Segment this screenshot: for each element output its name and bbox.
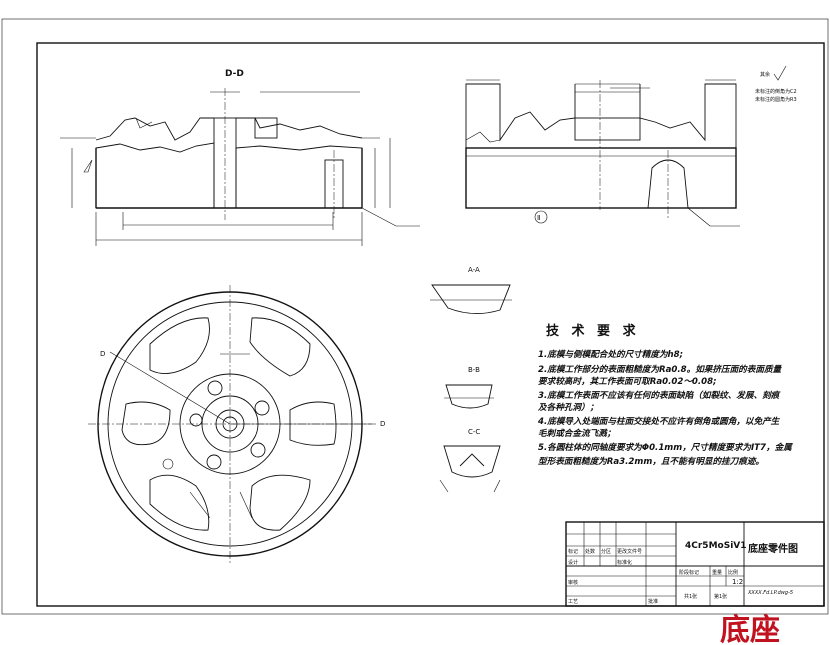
tb-label-weight: 重量: [712, 569, 722, 576]
tb-label-change: 更改文件号: [617, 548, 642, 555]
section-dd-title: D-D: [225, 69, 244, 79]
tb-sheet-no: 第1张: [714, 593, 727, 600]
tech-line-5: 及各种孔洞）；: [538, 402, 598, 413]
tb-drawing-number: XXXX.Fd.LP.dwg-5: [747, 590, 793, 596]
plan-cut-left: D: [100, 350, 105, 358]
tb-label-design: 设计: [568, 559, 578, 566]
tech-line-3: 要求较高时，其工作表面可取Ra0.02～0.08;: [538, 376, 717, 387]
roughness-note: 其余 未标注的倒角为C2 未标注的圆角为R3: [755, 65, 797, 103]
tb-drawing-name: 底座零件图: [748, 542, 798, 555]
tech-title: 技 术 要 求: [546, 323, 640, 339]
tech-line-8: 5.各圆柱体的同轴度要求为Φ0.1mm，尺寸精度要求为IT7，金属: [538, 442, 793, 453]
section-bb-title: B-B: [468, 366, 480, 374]
tb-label-standard: 标准化: [617, 559, 632, 566]
roughness-note-line2: 未标注的圆角为R3: [755, 96, 797, 103]
tb-label-approve: 批准: [648, 598, 658, 605]
title-block: 4Cr5MoSiV1 底座零件图 标记 处数 分区 更改文件号 设计 标准化 阶…: [565, 521, 825, 607]
section-aa-view: A-A: [430, 266, 512, 314]
roughness-note-line1: 未标注的倒角为C2: [755, 88, 797, 95]
tech-line-1: 1.底模与侧模配合处的尺寸精度为h8;: [538, 349, 683, 360]
plan-view: D D: [88, 285, 385, 565]
front-pin-section: [647, 159, 689, 209]
outer-frame: [1, 18, 829, 615]
section-cc-title: C-C: [468, 428, 480, 436]
section-bb-view: B-B: [444, 366, 494, 409]
section-cc-view: C-C: [439, 428, 501, 493]
inner-frame: [36, 42, 825, 607]
tb-label-stage: 阶段标记: [679, 569, 699, 576]
tb-label-zone: 分区: [601, 548, 611, 555]
tb-label-process: 工艺: [568, 599, 578, 605]
plan-cut-right: D: [380, 420, 385, 428]
tb-material: 4Cr5MoSiV1: [685, 541, 747, 551]
tb-label-scale: 比例: [728, 569, 738, 576]
tb-scale-value: 1:2: [732, 578, 743, 586]
tb-label-count: 处数: [585, 548, 595, 555]
tech-line-2: 2.底模工作部分的表面粗糙度为Ra0.8。如果挤压面的表面质量: [538, 364, 783, 375]
roman-mark: Ⅱ: [537, 214, 540, 222]
tech-line-9: 型形表面粗糙度为Ra3.2mm，且不能有明显的挂刀痕迹。: [538, 456, 764, 467]
tech-line-7: 毛刺或合金流飞溅；: [538, 428, 615, 439]
front-elevation-view: Ⅱ: [465, 79, 740, 227]
section-aa-title: A-A: [468, 266, 480, 274]
tech-line-6: 4.底模导入处端面与柱面交接处不应许有倒角或圆角，以免产生: [537, 416, 781, 427]
roughness-note-top: 其余: [760, 71, 770, 78]
tech-requirements: 技 术 要 求 1.底模与侧模配合处的尺寸精度为h8; 2.底模工作部分的表面粗…: [537, 323, 793, 467]
section-dd-view: D-D: [60, 69, 420, 246]
tech-line-4: 3.底模工作表面不应该有任何的表面缺陷（如裂纹、发展、刻痕: [538, 390, 781, 401]
tb-sheets-total: 共1张: [684, 593, 697, 600]
stamp-text: 底座: [720, 613, 780, 645]
tb-label-review: 审核: [568, 579, 578, 586]
tb-label-marks: 标记: [568, 548, 578, 555]
section-dd-body: [95, 142, 215, 209]
